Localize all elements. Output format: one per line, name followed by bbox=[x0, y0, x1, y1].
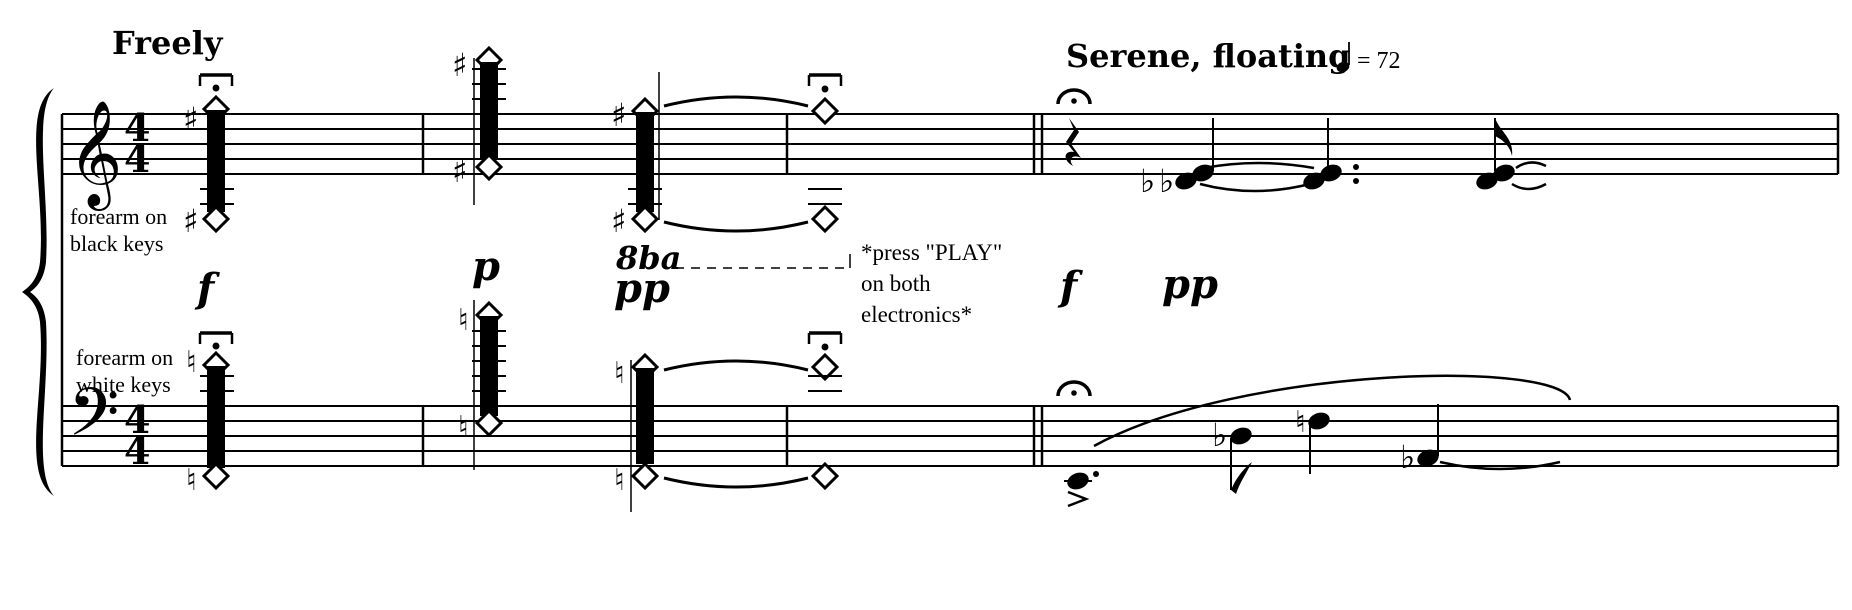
flat-icon: ♭ bbox=[1140, 162, 1155, 200]
m2-bass-cluster: ♮ ♮ bbox=[458, 300, 506, 470]
natural-icon: ♮ bbox=[614, 463, 625, 498]
sharp-icon: ♯ bbox=[452, 46, 467, 84]
tempo-serene: Serene, floating bbox=[1066, 37, 1351, 75]
dynamic-m5-pp: pp bbox=[1162, 261, 1218, 308]
natural-icon: ♮ bbox=[186, 463, 197, 498]
treble-time-sig-denominator: 4 bbox=[124, 136, 150, 181]
m4-treble-notes bbox=[807, 73, 843, 234]
treble-staff-lines bbox=[62, 113, 1838, 175]
m1-bass-cluster: ♮ ♮ bbox=[186, 331, 234, 498]
natural-icon: ♮ bbox=[186, 345, 197, 380]
m3-ties bbox=[663, 95, 809, 489]
m5-treble-ties bbox=[1199, 161, 1547, 193]
bass-staff-lines bbox=[62, 405, 1838, 467]
m5-bass-notes: ♭ ♮ ♭ bbox=[1064, 404, 1439, 508]
annotation-electronics-2: on both bbox=[861, 271, 931, 296]
natural-icon: ♮ bbox=[1295, 405, 1306, 440]
m5-treble-notes: ♭ ♭ bbox=[1140, 118, 1515, 200]
sharp-icon: ♯ bbox=[611, 202, 626, 240]
dynamic-m1-f: f bbox=[194, 265, 220, 312]
ottava-dashed-line bbox=[675, 254, 851, 269]
natural-icon: ♮ bbox=[458, 303, 469, 338]
annotation-electronics-1: *press "PLAY" bbox=[861, 240, 1002, 265]
ottava-bassa-marking: 8ba bbox=[615, 239, 681, 277]
sharp-icon: ♯ bbox=[452, 152, 467, 190]
sharp-icon: ♯ bbox=[611, 96, 626, 134]
tempo-freely: Freely bbox=[112, 24, 224, 62]
m1-treble-fermata-icon bbox=[198, 73, 234, 92]
m5-bass-fermata-icon bbox=[1056, 380, 1092, 397]
m1-treble-cluster: ♯ ♯ bbox=[183, 73, 234, 240]
dynamic-m2-p: p bbox=[472, 243, 500, 290]
m3-treble-cluster: ♯ ♯ bbox=[611, 72, 662, 240]
bass-time-sig-numerator: 4 bbox=[124, 397, 150, 442]
annotation-forearm-white-1: forearm on bbox=[76, 345, 173, 370]
flat-icon: ♭ bbox=[1400, 438, 1415, 476]
treble-clef-icon: 𝄞 bbox=[68, 99, 122, 211]
m4-bass-fermata-icon bbox=[807, 331, 843, 351]
m4-treble-fermata-icon bbox=[807, 73, 843, 93]
annotation-forearm-black-1: forearm on bbox=[70, 204, 167, 229]
m5-bass-slurs bbox=[1093, 374, 1572, 471]
flat-icon: ♭ bbox=[1212, 416, 1227, 454]
grand-staff-brace bbox=[22, 88, 54, 496]
m2-treble-cluster: ♯ ♯ bbox=[452, 45, 506, 205]
annotation-forearm-black-2: black keys bbox=[70, 231, 163, 256]
m5-treble-fermata-icon bbox=[1056, 88, 1092, 105]
treble-time-sig-numerator: 4 bbox=[124, 105, 150, 150]
m4-bass-notes bbox=[807, 331, 843, 491]
bass-time-sig-denominator: 4 bbox=[124, 428, 150, 473]
quarter-rest-icon bbox=[1065, 118, 1081, 166]
sharp-icon: ♯ bbox=[183, 202, 198, 240]
natural-icon: ♮ bbox=[458, 410, 469, 445]
m1-bass-fermata-icon bbox=[198, 331, 234, 350]
metronome-value: = 72 bbox=[1357, 48, 1401, 74]
accent-icon bbox=[1067, 490, 1090, 508]
metronome-quarter-note-icon bbox=[1336, 42, 1350, 73]
dynamic-m5-f: f bbox=[1057, 263, 1083, 310]
natural-icon: ♮ bbox=[614, 356, 625, 391]
m3-bass-cluster: ♮ ♮ bbox=[614, 352, 660, 512]
sharp-icon: ♯ bbox=[183, 100, 198, 138]
annotation-electronics-3: electronics* bbox=[861, 302, 972, 327]
barlines bbox=[421, 114, 1840, 466]
flat-icon: ♭ bbox=[1159, 162, 1174, 200]
bass-clef-icon: 𝄢 bbox=[68, 374, 119, 467]
annotation-forearm-white-2: white keys bbox=[76, 372, 171, 397]
dynamic-m3-pp: pp bbox=[614, 265, 670, 312]
